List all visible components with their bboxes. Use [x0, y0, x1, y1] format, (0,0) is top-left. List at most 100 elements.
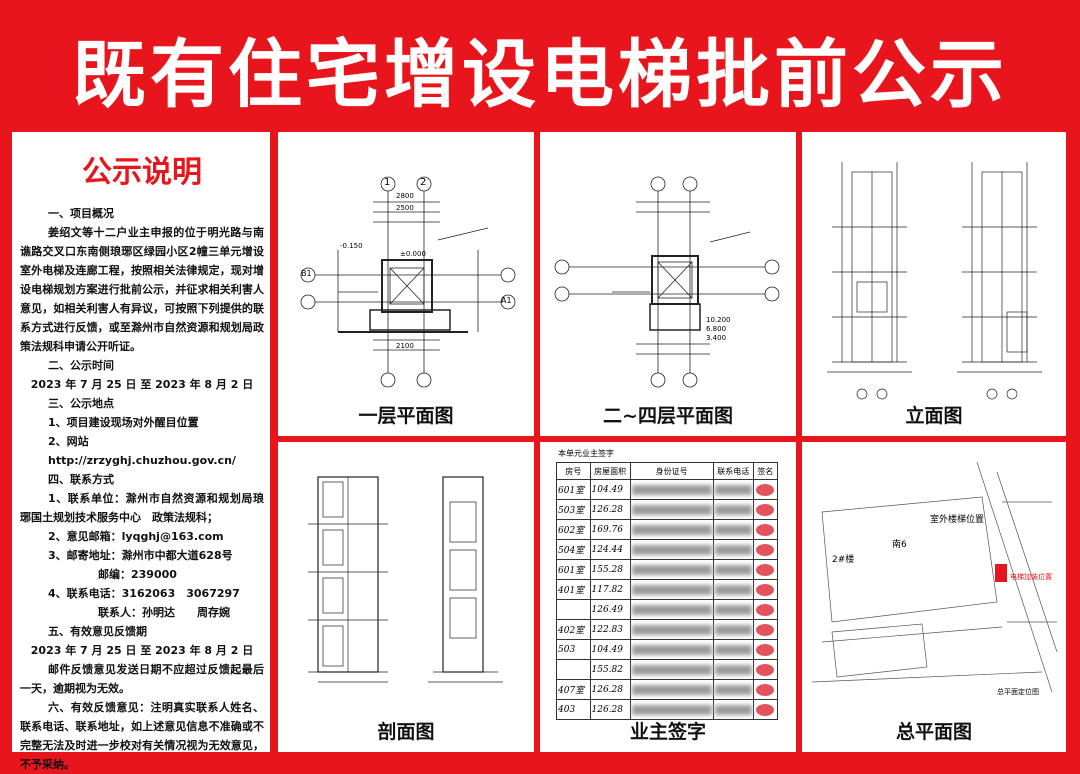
cell-room: 401室: [556, 579, 591, 600]
site-label: 总平面定位图: [997, 688, 1039, 696]
cell-area: 104.49: [589, 639, 631, 660]
site-plan-panel: 2#楼 南6 室外楼梯位置 电梯加装位置 总平面定位图 总平面图: [802, 442, 1066, 752]
cell-signature: [752, 619, 779, 640]
cell-signature: [752, 679, 779, 700]
cell-phone-redacted: [712, 599, 754, 620]
site-label: 南6: [892, 540, 907, 550]
redacted-block: [714, 704, 752, 715]
red-seal-mark: [756, 683, 775, 696]
cell-id-redacted: [629, 699, 714, 720]
cell-signature: [752, 599, 779, 620]
redacted-block: [631, 584, 712, 595]
axis-label: A1: [501, 296, 512, 305]
red-seal-mark: [756, 483, 775, 496]
axis-label: 1: [384, 177, 391, 188]
cell-id-redacted: [629, 579, 714, 600]
cell-area: 104.49: [589, 479, 631, 500]
elevation-label: 6.800: [706, 325, 727, 333]
redacted-block: [631, 484, 712, 495]
floor1-plan-drawing: [300, 176, 516, 388]
notice-panel: 公示说明 一、项目概况 姜绍文等十二户业主申报的位于明光路与南谯路交叉口东南侧琅…: [12, 132, 270, 771]
cell-id-redacted: [629, 519, 714, 540]
cell-room: 602室: [556, 519, 591, 540]
red-seal-mark: [756, 523, 775, 536]
cell-id-redacted: [629, 619, 714, 640]
elevation-drawing: [827, 162, 1042, 400]
header-room: 房号: [556, 462, 591, 480]
cell-area: 126.28: [589, 499, 631, 520]
cell-phone-redacted: [712, 479, 754, 500]
redacted-block: [714, 544, 752, 555]
red-seal-mark: [756, 563, 775, 576]
section-title: 一、项目概况: [48, 207, 114, 220]
owners-table-caption: 本单元业主签字: [558, 449, 614, 458]
redacted-block: [631, 644, 712, 655]
cell-id-redacted: [629, 679, 714, 700]
section-title: 四、联系方式: [48, 473, 114, 486]
cell-room: [556, 659, 591, 680]
redacted-block: [714, 644, 752, 655]
redacted-block: [631, 504, 712, 515]
site-label: 电梯加装位置: [1010, 573, 1052, 581]
elevation-caption: 立面图: [905, 405, 963, 427]
cell-signature: [752, 639, 779, 660]
notice-line: 2、网站http://zrzyghj.chuzhou.gov.cn/: [48, 435, 236, 467]
elevator-marker: [995, 564, 1007, 582]
cell-phone-redacted: [712, 559, 754, 580]
site-label: 室外楼梯位置: [930, 515, 985, 525]
axis-label: B1: [301, 269, 312, 278]
redacted-block: [714, 524, 752, 535]
red-seal-mark: [756, 623, 775, 636]
redacted-block: [631, 684, 712, 695]
cell-id-redacted: [629, 659, 714, 680]
redacted-block: [714, 504, 752, 515]
table-header-row: 房号 房屋面积 身份证号 联系电话 签名: [556, 462, 779, 480]
section-body: 邮件反馈意见发送日期不应超过反馈起最后一天，逾期视为无效。: [20, 663, 264, 695]
section-title: 五、有效意见反馈期: [48, 625, 147, 638]
cell-area: 126.28: [589, 699, 631, 720]
cell-signature: [752, 519, 779, 540]
cell-id-redacted: [629, 599, 714, 620]
redacted-block: [714, 584, 752, 595]
cell-phone-redacted: [712, 519, 754, 540]
cell-area: 124.44: [589, 539, 631, 560]
notice-line: 4、联系电话：3162063 3067297: [48, 587, 240, 600]
cell-id-redacted: [629, 539, 714, 560]
notice-line: 邮编：239000: [98, 568, 177, 581]
section-caption: 剖面图: [377, 721, 435, 743]
cell-room: 601室: [556, 559, 591, 580]
redacted-block: [714, 684, 752, 695]
cell-signature: [752, 539, 779, 560]
elevation-panel: 立面图: [802, 132, 1066, 436]
cell-area: 126.28: [589, 679, 631, 700]
redacted-block: [631, 624, 712, 635]
cell-area: 169.76: [589, 519, 631, 540]
cell-signature: [752, 659, 779, 680]
redacted-block: [631, 664, 712, 675]
cell-area: 155.82: [589, 659, 631, 680]
redacted-block: [714, 624, 752, 635]
section-panel: 剖面图: [278, 442, 534, 752]
elevation-label: -0.150: [340, 242, 363, 250]
elevation-label: 3.400: [706, 334, 727, 342]
site-plan-caption: 总平面图: [895, 721, 972, 743]
notice-line: 1、联系单位：滁州市自然资源和规划局琅琊国土规划技术服务中心 政策法规科；: [20, 492, 264, 524]
floor2-4-plan-panel: 10.200 6.800 3.400 二~四层平面图: [540, 132, 796, 436]
cell-signature: [752, 559, 779, 580]
redacted-block: [631, 604, 712, 615]
cell-phone-redacted: [712, 639, 754, 660]
cell-id-redacted: [629, 639, 714, 660]
floor2-4-caption: 二~四层平面图: [603, 405, 733, 427]
page-title: 既有住宅增设电梯批前公示: [72, 31, 1008, 118]
cell-room: 407室: [556, 679, 591, 700]
